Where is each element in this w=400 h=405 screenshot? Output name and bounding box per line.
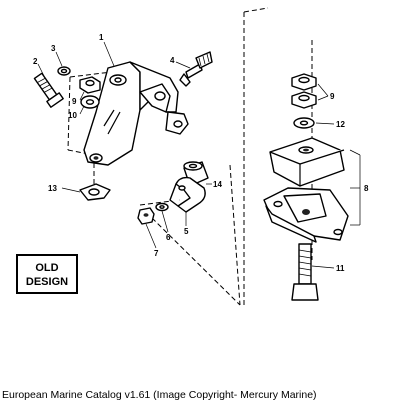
callout-4: 4 [170,56,175,65]
callout-6: 6 [166,233,171,242]
washer-part-3 [57,66,71,76]
callout-7: 7 [154,249,159,258]
old-design-line-1: OLD [35,262,58,274]
plate-part-13 [79,183,111,201]
old-design-line-2: DESIGN [26,276,68,288]
callout-5: 5 [184,227,189,236]
stud-part-4 [179,51,213,87]
mount-bolt-part-11 [291,243,319,301]
callout-3: 3 [51,44,56,53]
callout-9-left: 9 [72,97,77,106]
mounting-bracket-part-1 [83,61,189,166]
callout-labels: 1 2 3 4 5 6 7 8 9 9 10 11 12 13 14 [33,33,369,273]
callout-11: 11 [336,264,345,273]
washer-part-10 [80,95,100,109]
nut-part-9-right-top [291,73,317,91]
callout-14: 14 [213,180,222,189]
callout-1: 1 [99,33,104,42]
nut-part-7 [137,207,155,225]
washer-part-12 [293,117,315,129]
leader-lines [37,41,361,269]
clamp-part-5 [169,176,206,213]
rubber-mount-part-8 [263,137,349,243]
washer-part-6 [155,202,169,212]
old-design-box: OLD DESIGN [16,254,78,294]
callout-10: 10 [68,111,77,120]
bolt-part-2 [33,72,64,108]
callout-13: 13 [48,184,57,193]
callout-8: 8 [364,184,369,193]
image-caption: European Marine Catalog v1.61 (Image Cop… [2,389,317,401]
callout-2: 2 [33,57,38,66]
callout-12: 12 [336,120,345,129]
nut-part-9-right-bottom [291,91,317,109]
callout-9-right: 9 [330,92,335,101]
nut-part-9-left [79,76,101,94]
